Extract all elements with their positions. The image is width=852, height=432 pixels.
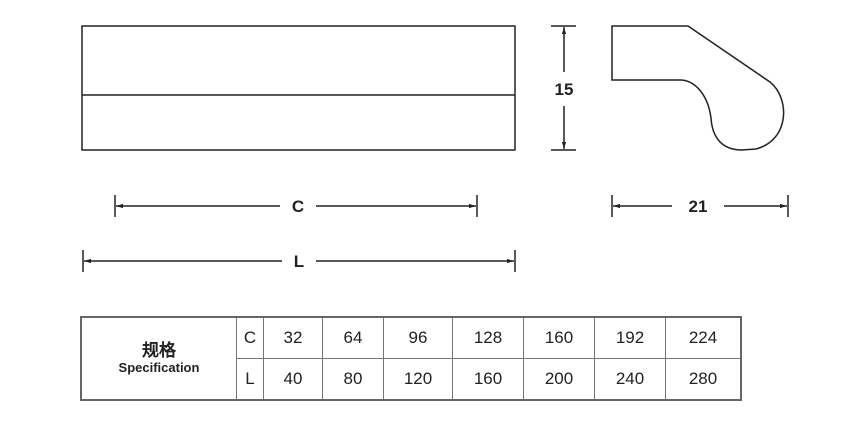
- row-key: L: [236, 358, 264, 401]
- table-row: 规格 Specification C 32 64 96 128 160 192 …: [80, 316, 742, 401]
- spec-label-en: Specification: [118, 359, 200, 375]
- spec-label-cell: 规格 Specification: [80, 316, 237, 401]
- table-cell: 40: [263, 358, 323, 401]
- table-cell: 96: [383, 316, 453, 359]
- table-cell: 32: [263, 316, 323, 359]
- table-cell: 240: [594, 358, 666, 401]
- table-cell: 160: [523, 316, 595, 359]
- front-view: [81, 25, 516, 151]
- c-dimension: [114, 195, 478, 217]
- l-label: L: [294, 252, 304, 271]
- table-cell: 280: [665, 358, 742, 401]
- width-dimension: [611, 195, 789, 217]
- table-cell: 128: [452, 316, 524, 359]
- specification-table: 规格 Specification C 32 64 96 128 160 192 …: [80, 316, 742, 401]
- c-label: C: [292, 197, 304, 216]
- table-cell: 120: [383, 358, 453, 401]
- table-cell: 80: [322, 358, 384, 401]
- table-cell: 64: [322, 316, 384, 359]
- spec-label-cn: 规格: [142, 341, 176, 361]
- width-label: 21: [689, 197, 708, 216]
- row-key: C: [236, 316, 264, 359]
- table-cell: 224: [665, 316, 742, 359]
- table-cell: 160: [452, 358, 524, 401]
- height-label: 15: [555, 80, 574, 99]
- height-dimension: [551, 25, 576, 151]
- profile-view: [611, 25, 785, 151]
- table-cell: 192: [594, 316, 666, 359]
- table-row: L 40 80 120 160 200 240 280: [81, 358, 742, 401]
- l-dimension: [82, 250, 516, 272]
- table-cell: 200: [523, 358, 595, 401]
